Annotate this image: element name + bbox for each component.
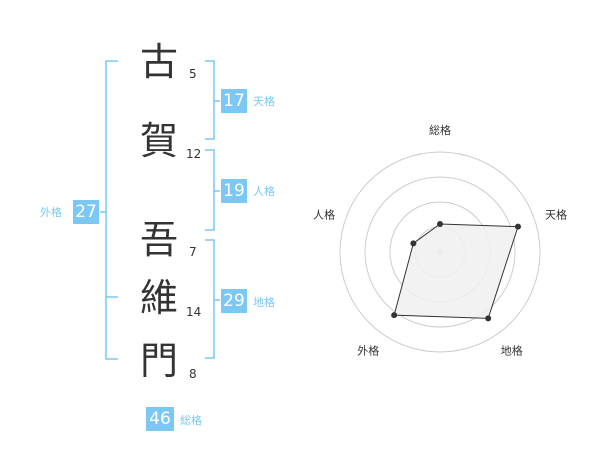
stroke-count-3: 7 xyxy=(189,245,197,259)
radar-ring-4 xyxy=(339,151,541,353)
radar-axis-label-2: 天格 xyxy=(545,207,567,221)
tenkaku-value: 17 xyxy=(221,89,247,113)
radar-point-1 xyxy=(437,221,443,227)
name-char-3: 吾 xyxy=(140,218,179,262)
tenkaku-label: 天格 xyxy=(253,95,275,108)
chikaku-value: 29 xyxy=(221,289,247,313)
chikaku-label: 地格 xyxy=(253,296,275,309)
name-char-2: 賀 xyxy=(140,119,179,163)
soukaku-value: 46 xyxy=(146,407,174,431)
radar-point-4 xyxy=(391,312,398,319)
stroke-count-4: 14 xyxy=(186,305,202,319)
radar-point-2 xyxy=(514,223,521,230)
radar-ring-3 xyxy=(364,176,516,328)
jinkaku-value: 19 xyxy=(221,179,247,203)
gaikaku-label: 外格 xyxy=(40,206,62,219)
stroke-count-2: 12 xyxy=(186,147,202,161)
radar-axis-label-5: 人格 xyxy=(313,207,335,221)
tenkaku-bracket xyxy=(205,60,215,140)
gaikaku-value: 27 xyxy=(73,200,99,224)
radar-axis-label-4: 外格 xyxy=(357,344,379,358)
name-char-1: 古 xyxy=(140,40,179,84)
stroke-count-1: 5 xyxy=(189,67,197,81)
chikaku-bracket xyxy=(205,239,215,359)
soukaku-label: 総格 xyxy=(180,414,202,427)
radar-point-5 xyxy=(410,240,417,247)
jinkaku-label: 人格 xyxy=(253,185,275,198)
name-char-5: 門 xyxy=(140,339,179,383)
gaikaku-bracket xyxy=(105,60,118,360)
radar-point-3 xyxy=(485,315,492,322)
jinkaku-bracket xyxy=(205,149,215,231)
stroke-count-5: 8 xyxy=(189,367,197,381)
radar-area xyxy=(393,223,519,319)
radar-axis-label-1: 総格 xyxy=(429,123,451,137)
radar-axis-label-3: 地格 xyxy=(501,344,523,358)
name-char-4: 維 xyxy=(140,276,179,320)
